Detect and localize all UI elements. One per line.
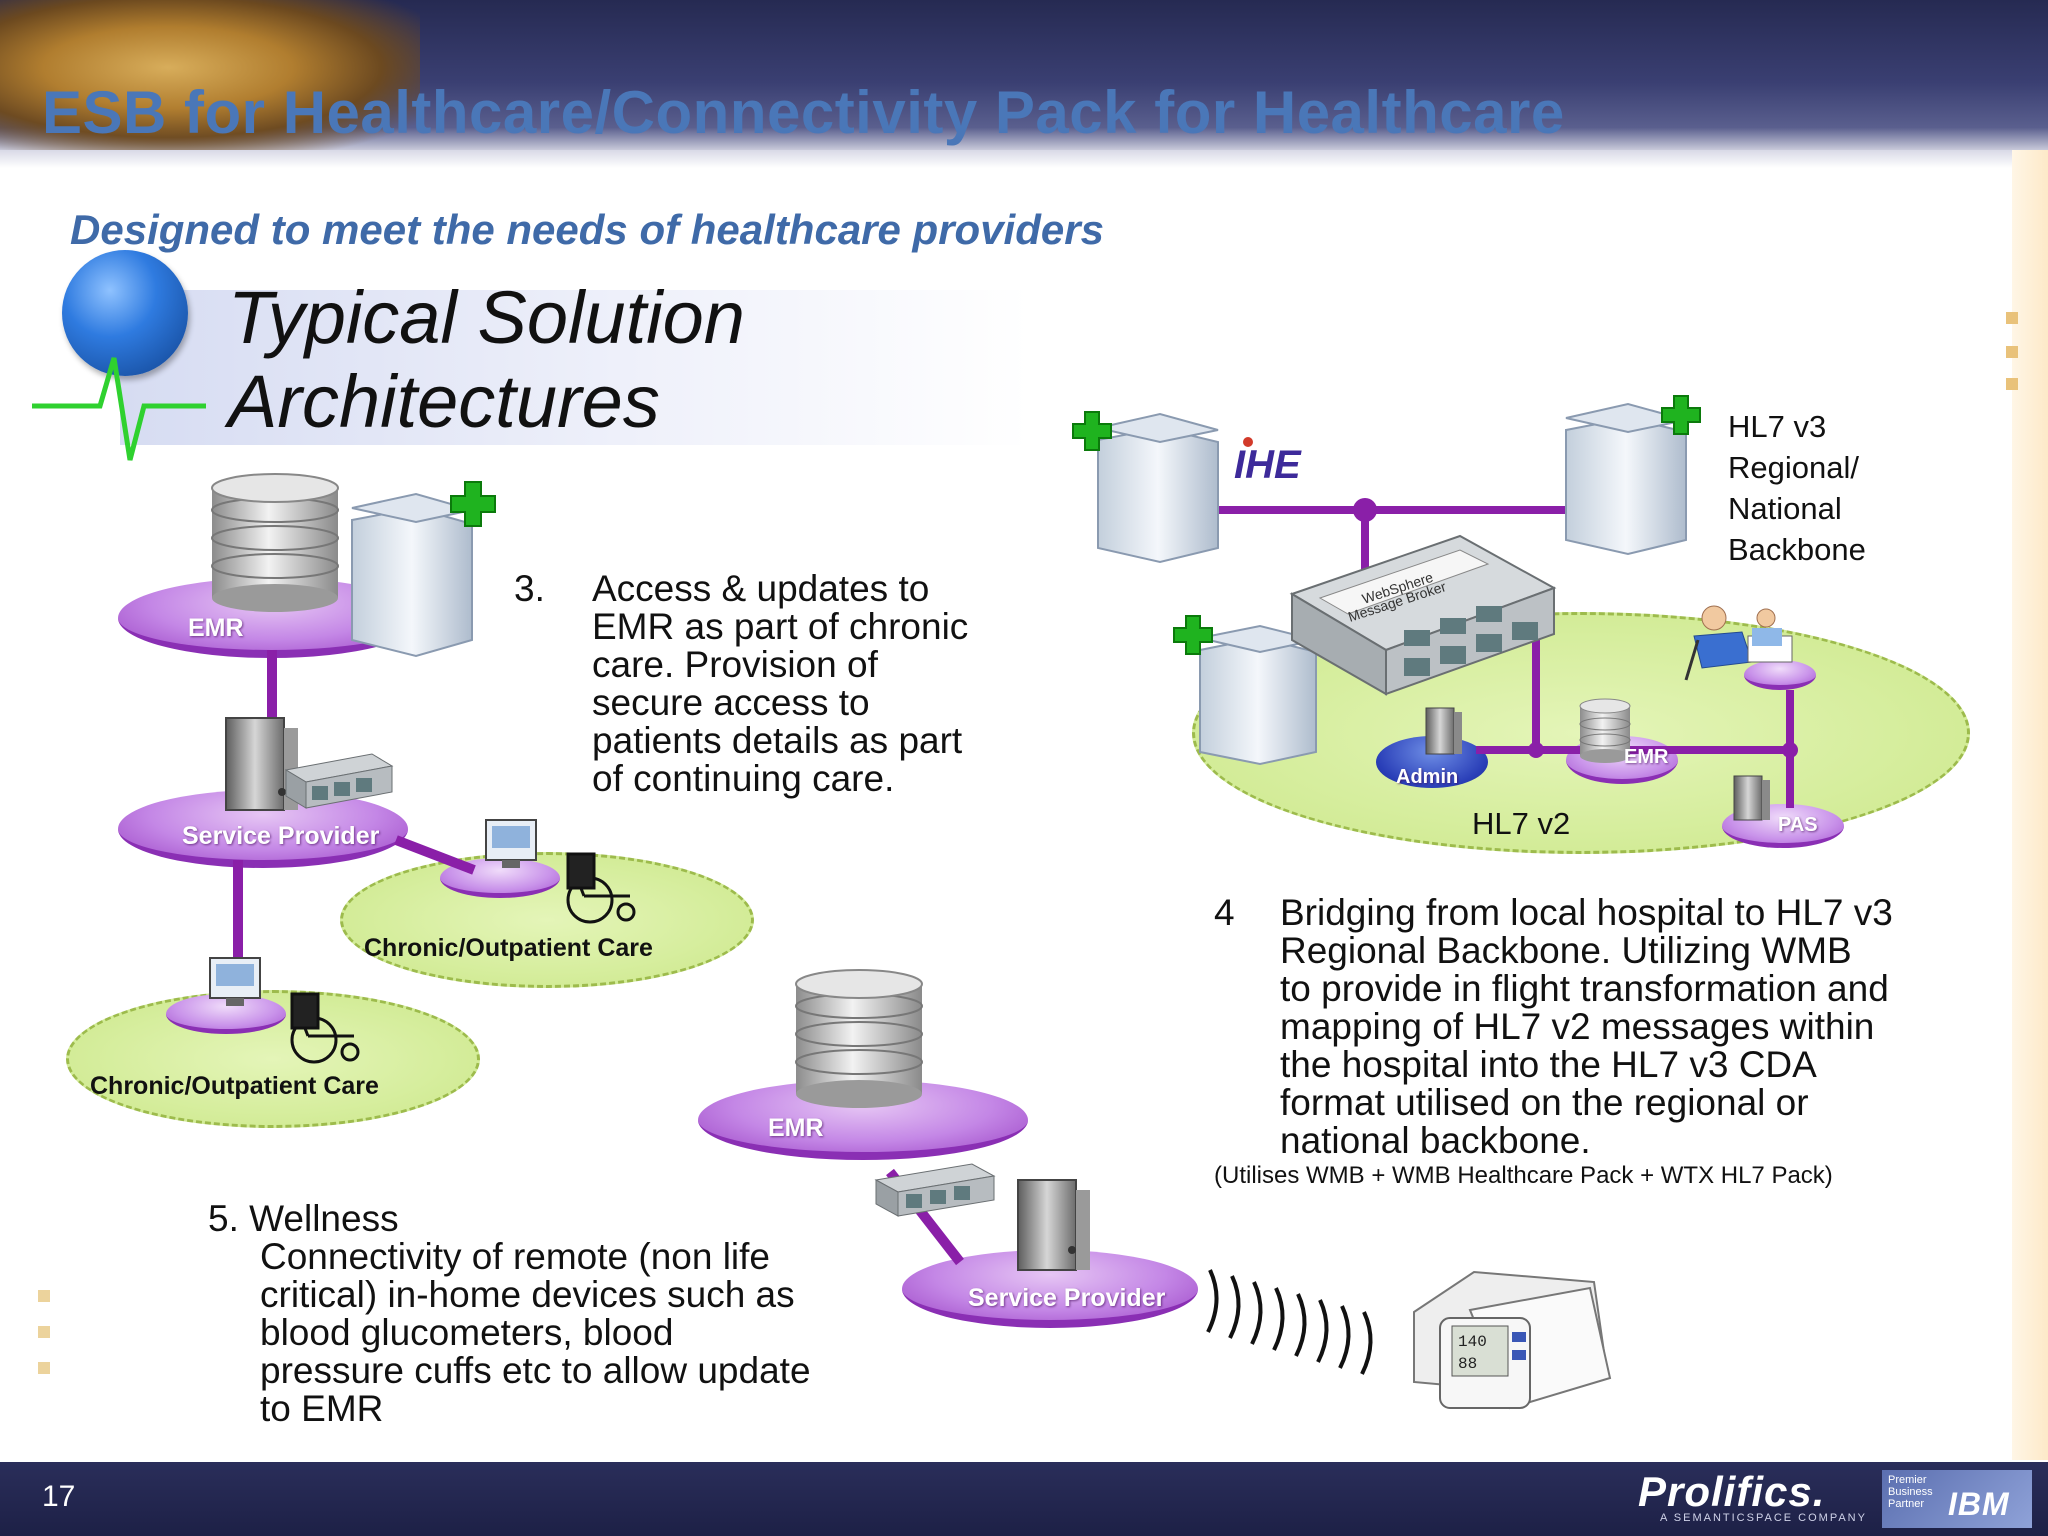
medical-cross-icon bbox=[450, 481, 496, 527]
text-line: national backbone. bbox=[1280, 1120, 1591, 1161]
section-title-line-2: Architectures bbox=[228, 360, 660, 443]
patient-bed-icon bbox=[1684, 605, 1793, 681]
pas-server-icon bbox=[1733, 775, 1770, 821]
patient-disc bbox=[1744, 660, 1816, 690]
text-line: EMR as part of chronic bbox=[592, 606, 969, 647]
emr-label: EMR bbox=[188, 614, 244, 642]
section-title-line-1: Typical Solution bbox=[228, 276, 745, 359]
backbone-label-line: HL7 v3 bbox=[1728, 409, 1827, 444]
text-line: Connectivity of remote (non life bbox=[260, 1236, 771, 1277]
service-provider-label: Service Provider bbox=[182, 822, 380, 850]
footer-bar bbox=[0, 1462, 2048, 1536]
message-broker-icon bbox=[284, 753, 394, 809]
pas-label: PAS bbox=[1778, 814, 1818, 836]
text-line: care. Provision of bbox=[592, 644, 878, 685]
point-5-text: Connectivity of remote (non life critica… bbox=[260, 1238, 811, 1428]
medical-cross-icon bbox=[1072, 395, 1701, 655]
prolifics-logo: Prolifics. bbox=[1638, 1468, 1826, 1515]
monitor-icon bbox=[209, 957, 261, 1006]
point-4-note: (Utilises WMB + WMB Healthcare Pack + WT… bbox=[1214, 1162, 1833, 1189]
edge-square bbox=[38, 1326, 50, 1338]
chronic-care-label: Chronic/Outpatient Care bbox=[364, 934, 653, 962]
text-line: Access & updates to bbox=[592, 568, 930, 609]
monitor-icon bbox=[485, 819, 537, 868]
ibm-partner-text: Premier Business Partner bbox=[1888, 1474, 1933, 1510]
database-icon bbox=[211, 473, 339, 612]
ibm-logo: IBM bbox=[1948, 1486, 2010, 1522]
edge-square bbox=[38, 1362, 50, 1374]
text-line: mapping of HL7 v2 messages within bbox=[1280, 1006, 1875, 1047]
backbone-label-line: National bbox=[1728, 491, 1842, 526]
wheelchair-icon bbox=[290, 992, 360, 1064]
point-3-text: Access & updates to EMR as part of chron… bbox=[592, 570, 968, 798]
edge-square bbox=[2006, 312, 2018, 324]
link-junctions bbox=[1353, 498, 1798, 758]
edge-square bbox=[2006, 378, 2018, 390]
hospital-building-icon bbox=[1199, 624, 1317, 766]
hospital-building-icon bbox=[351, 492, 473, 658]
monitor-reading-1: 140 bbox=[1458, 1333, 1487, 1351]
message-broker-icon bbox=[874, 1163, 996, 1217]
text-line: pressure cuffs etc to allow update bbox=[260, 1350, 811, 1391]
admin-label: Admin bbox=[1396, 766, 1459, 788]
point-5-heading: 5. Wellness bbox=[208, 1198, 399, 1239]
slide-subtitle: Designed to meet the needs of healthcare… bbox=[70, 206, 1104, 253]
hospital-building-icon bbox=[1097, 412, 1219, 564]
text-line: patients details as part bbox=[592, 720, 963, 761]
backbone-label: HL7 v3 Regional/ National Backbone bbox=[1728, 406, 1866, 570]
text-line: Regional Backbone. Utilizing WMB bbox=[1280, 930, 1852, 971]
service-provider-label-bottom: Service Provider bbox=[968, 1284, 1166, 1312]
section-title-band bbox=[120, 290, 1030, 445]
section-title: Typical Solution Architectures bbox=[228, 276, 948, 444]
wireless-signal-icon bbox=[1206, 1269, 1373, 1375]
slide-title: ESB for Healthcare/Connectivity Pack for… bbox=[42, 79, 1565, 146]
hospital-emr-label: EMR bbox=[1624, 746, 1669, 768]
server-icon bbox=[1017, 1179, 1090, 1271]
blue-sphere-icon bbox=[62, 250, 188, 376]
backbone-label-line: Regional/ bbox=[1728, 450, 1859, 485]
ibm-partner-badge bbox=[1882, 1470, 2032, 1528]
hospital-building-icon bbox=[1565, 402, 1687, 556]
header-photo bbox=[0, 0, 420, 150]
point-4-number: 4 bbox=[1214, 892, 1235, 933]
monitor-reading-2: 88 bbox=[1458, 1355, 1477, 1373]
ihe-logo: IHE bbox=[1234, 437, 1302, 487]
header-fade bbox=[0, 150, 2048, 168]
database-icon bbox=[1579, 698, 1631, 763]
edge-square bbox=[2006, 346, 2018, 358]
text-line: critical) in-home devices such as bbox=[260, 1274, 795, 1315]
text-line: of continuing care. bbox=[592, 758, 895, 799]
emr-label-bottom: EMR bbox=[768, 1114, 824, 1142]
chronic-care-label: Chronic/Outpatient Care bbox=[90, 1072, 379, 1100]
service-provider-disc-bottom bbox=[902, 1250, 1198, 1328]
text-line: the hospital into the HL7 v3 CDA bbox=[1280, 1044, 1817, 1085]
prolifics-tagline: A SEMANTICSPACE COMPANY bbox=[1660, 1512, 1867, 1524]
text-line: blood glucometers, blood bbox=[260, 1312, 674, 1353]
heartbeat-icon bbox=[32, 357, 206, 461]
backbone-label-line: Backbone bbox=[1728, 532, 1866, 567]
wheelchair-icon bbox=[566, 852, 636, 924]
edge-square bbox=[38, 1290, 50, 1302]
admin-server-icon bbox=[1425, 707, 1462, 755]
svg-text:IHE: IHE bbox=[1234, 443, 1302, 487]
websphere-broker-icon: WebSphere Message Broker bbox=[1289, 534, 1557, 696]
point-3-number: 3. bbox=[514, 568, 545, 609]
text-line: to EMR bbox=[260, 1388, 384, 1429]
hl7-v2-label: HL7 v2 bbox=[1472, 806, 1571, 841]
point-4-text: Bridging from local hospital to HL7 v3 R… bbox=[1280, 894, 1893, 1160]
database-icon bbox=[795, 969, 923, 1108]
text-line: Bridging from local hospital to HL7 v3 bbox=[1280, 892, 1893, 933]
text-line: format utilised on the regional or bbox=[1280, 1082, 1809, 1123]
text-line: secure access to bbox=[592, 682, 870, 723]
edge-strip bbox=[2012, 150, 2048, 1460]
text-line: to provide in flight transformation and bbox=[1280, 968, 1889, 1009]
blood-pressure-monitor-icon: 140 88 bbox=[1413, 1270, 1612, 1410]
page-number: 17 bbox=[42, 1480, 76, 1513]
